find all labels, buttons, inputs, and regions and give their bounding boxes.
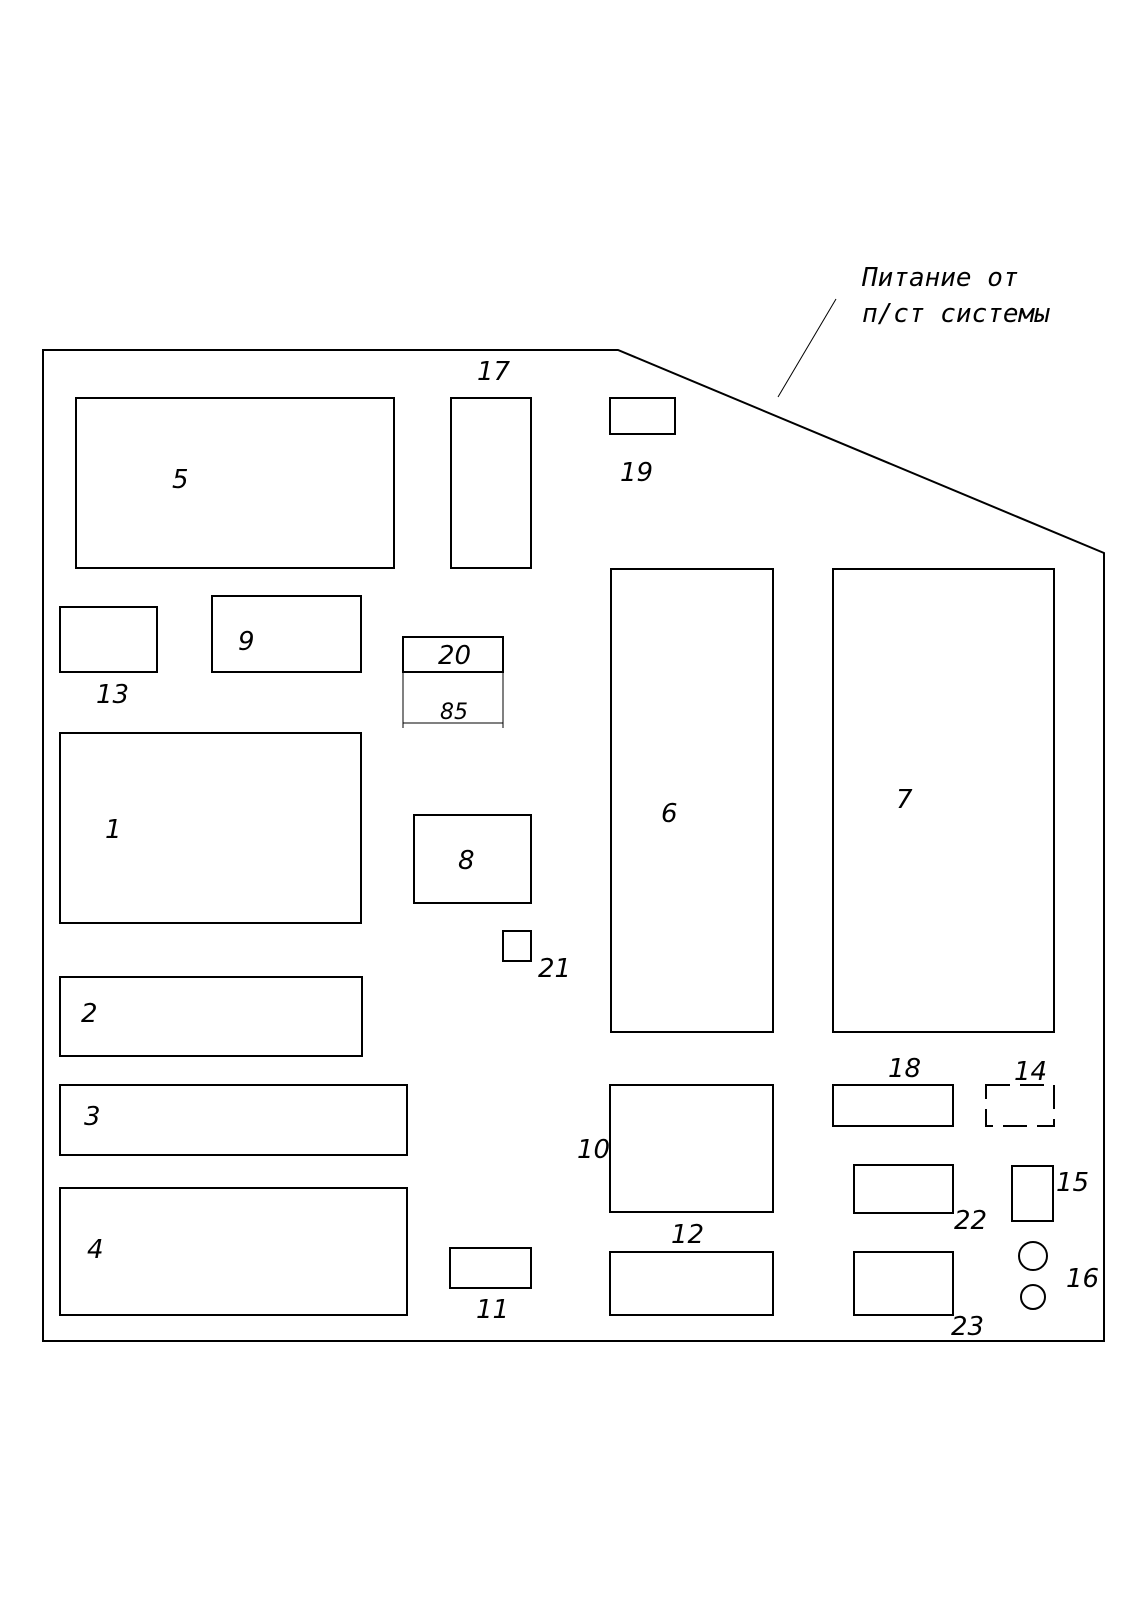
label-11: 11 bbox=[476, 1295, 509, 1325]
label-21: 21 bbox=[538, 954, 571, 984]
label-20: 20 bbox=[438, 641, 471, 671]
label-10: 10 bbox=[577, 1135, 610, 1165]
label-22: 22 bbox=[954, 1206, 987, 1236]
building-19 bbox=[609, 397, 676, 435]
label-12: 12 bbox=[671, 1220, 704, 1250]
circle-16-top bbox=[1018, 1241, 1048, 1271]
building-2 bbox=[59, 976, 363, 1057]
label-4: 4 bbox=[87, 1235, 104, 1265]
site-boundary bbox=[42, 349, 1105, 1342]
building-21 bbox=[502, 930, 532, 962]
building-4 bbox=[59, 1187, 408, 1316]
label-15: 15 bbox=[1056, 1168, 1089, 1198]
building-7 bbox=[832, 568, 1055, 1033]
label-7: 7 bbox=[896, 785, 913, 815]
building-23 bbox=[853, 1251, 954, 1316]
building-22 bbox=[853, 1164, 954, 1214]
circle-16-bottom bbox=[1020, 1284, 1046, 1310]
building-18 bbox=[832, 1084, 954, 1127]
building-1 bbox=[59, 732, 362, 924]
building-3 bbox=[59, 1084, 408, 1156]
power-note-line1: Питание от bbox=[861, 263, 1019, 293]
label-6: 6 bbox=[661, 799, 678, 829]
label-18: 18 bbox=[888, 1054, 921, 1084]
label-1: 1 bbox=[105, 815, 122, 845]
building-12 bbox=[609, 1251, 774, 1316]
power-note-line2: п/ст системы bbox=[862, 299, 1050, 329]
label-13: 13 bbox=[96, 680, 129, 710]
building-8 bbox=[413, 814, 532, 904]
label-3: 3 bbox=[84, 1102, 101, 1132]
building-17 bbox=[450, 397, 532, 569]
building-6 bbox=[610, 568, 774, 1033]
building-10 bbox=[609, 1084, 774, 1213]
building-20 bbox=[402, 636, 504, 673]
building-15 bbox=[1011, 1165, 1054, 1222]
building-5 bbox=[75, 397, 395, 569]
label-17: 17 bbox=[477, 357, 511, 387]
power-leader-line bbox=[777, 298, 837, 398]
label-19: 19 bbox=[620, 458, 653, 488]
label-14: 14 bbox=[1014, 1057, 1047, 1087]
label-2: 2 bbox=[81, 999, 98, 1029]
label-23: 23 bbox=[951, 1312, 984, 1342]
building-14 bbox=[985, 1084, 1055, 1127]
label-5: 5 bbox=[172, 465, 189, 495]
building-11 bbox=[449, 1247, 532, 1289]
label-9: 9 bbox=[238, 627, 255, 657]
label-16: 16 bbox=[1066, 1264, 1099, 1294]
label-8: 8 bbox=[458, 846, 475, 876]
building-9 bbox=[211, 595, 362, 673]
building-13 bbox=[59, 606, 158, 673]
dimension-85: 85 bbox=[440, 700, 468, 725]
